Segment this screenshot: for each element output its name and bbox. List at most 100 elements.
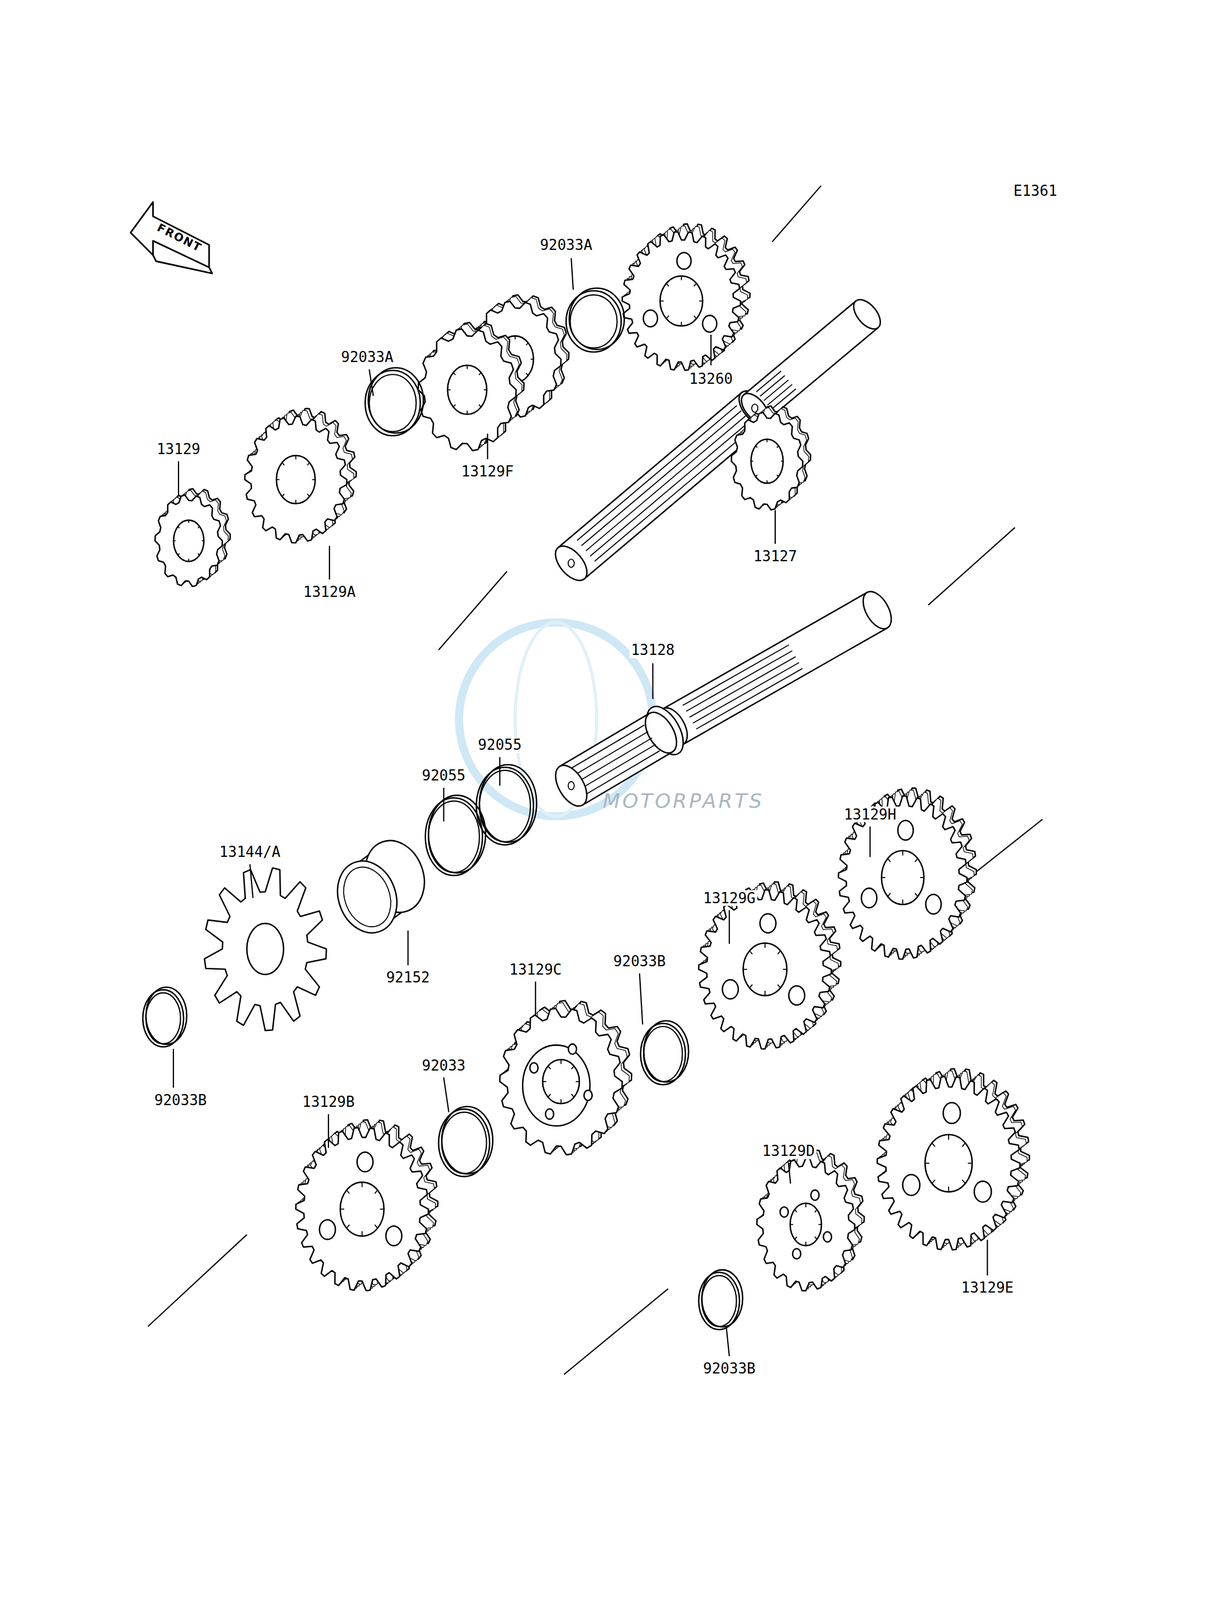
spline xyxy=(755,445,758,448)
part-number: 13129 xyxy=(155,440,202,457)
gear xyxy=(756,1157,855,1291)
leader-line xyxy=(869,826,871,858)
gear-slot xyxy=(925,893,942,914)
gear-slot xyxy=(385,1225,403,1246)
leader-line xyxy=(249,863,253,898)
spline xyxy=(805,1202,807,1207)
gear-dog xyxy=(568,1043,577,1054)
part-number: 92033B xyxy=(701,1359,758,1376)
part-number: 13129H xyxy=(842,805,898,823)
axis-line xyxy=(147,1234,247,1327)
spline xyxy=(666,315,670,319)
spline xyxy=(818,1223,822,1225)
gear xyxy=(877,1076,1021,1250)
gear-slot xyxy=(943,1102,961,1124)
spline xyxy=(447,389,451,391)
spline xyxy=(197,553,200,555)
gear-slot xyxy=(643,310,658,327)
spline xyxy=(571,1065,575,1070)
spline xyxy=(594,426,754,562)
leader-line xyxy=(986,1239,988,1275)
gear xyxy=(698,889,832,1049)
part-number: 92033A xyxy=(538,237,594,254)
leader-line xyxy=(172,1048,174,1088)
spline xyxy=(586,750,660,795)
part-number: 13129D xyxy=(760,1142,817,1159)
shaft-end xyxy=(549,540,593,587)
shaft-center xyxy=(751,403,758,413)
spline xyxy=(794,1236,797,1240)
spline xyxy=(374,1224,378,1228)
spline xyxy=(312,479,316,481)
gear-slot xyxy=(760,913,777,933)
part-number: 13129B xyxy=(300,1093,357,1110)
spline xyxy=(361,1230,363,1236)
spline xyxy=(948,1186,950,1192)
gear-dog xyxy=(823,1231,832,1242)
leader-line xyxy=(443,787,445,821)
circlip xyxy=(640,1023,686,1085)
part-number: 92033 xyxy=(419,1056,467,1073)
spline xyxy=(881,876,886,878)
spline xyxy=(680,321,683,326)
spline xyxy=(187,519,190,523)
sprocket-bore xyxy=(247,922,284,974)
spline xyxy=(805,1241,807,1246)
spline xyxy=(682,644,789,705)
sprocket xyxy=(204,867,327,1031)
spline xyxy=(666,283,670,287)
spline xyxy=(453,372,456,376)
spline xyxy=(525,342,528,345)
spline xyxy=(307,493,310,497)
spline xyxy=(560,1059,562,1064)
shaft-center xyxy=(568,781,575,790)
gear xyxy=(295,1127,429,1290)
spline xyxy=(177,525,180,528)
spline xyxy=(574,731,649,775)
circlip xyxy=(146,992,181,1044)
spline xyxy=(692,662,799,723)
gear-slot xyxy=(702,315,717,332)
circlip xyxy=(441,1112,487,1174)
gear xyxy=(418,329,517,451)
spline xyxy=(307,462,310,466)
spline xyxy=(693,283,697,287)
gear-bore xyxy=(925,1134,973,1192)
drawing xyxy=(130,185,1043,1375)
spline xyxy=(695,668,802,729)
gear-bore xyxy=(542,1059,580,1104)
front-arrow xyxy=(130,201,212,274)
spline xyxy=(749,984,753,988)
leader-line xyxy=(651,663,654,699)
part-number: 92033B xyxy=(152,1091,209,1108)
spline xyxy=(548,1065,551,1070)
spline xyxy=(948,1134,950,1140)
part-number: 13144/A xyxy=(217,843,283,860)
leader-line xyxy=(486,433,488,459)
spline xyxy=(743,968,748,970)
spline xyxy=(577,405,737,541)
spline xyxy=(751,460,754,462)
spline xyxy=(766,480,768,483)
leader-line xyxy=(710,334,712,366)
gear xyxy=(838,795,967,960)
spline xyxy=(766,438,768,442)
leader-line xyxy=(639,973,643,1024)
spline xyxy=(282,462,285,466)
gear-dog xyxy=(545,1108,554,1119)
spline xyxy=(197,525,200,528)
leader-line xyxy=(327,1113,330,1148)
spline xyxy=(902,898,904,905)
spline xyxy=(680,276,683,280)
spline xyxy=(764,942,766,948)
part-number: 92055 xyxy=(476,736,524,753)
spline xyxy=(379,1207,384,1210)
axis-line xyxy=(772,185,822,243)
gear-slot xyxy=(974,1180,992,1202)
gear-bore xyxy=(881,850,925,905)
spline xyxy=(962,1179,965,1184)
circlip xyxy=(438,1108,490,1177)
spline xyxy=(276,479,280,481)
spline xyxy=(777,950,781,954)
spline xyxy=(968,1162,973,1164)
